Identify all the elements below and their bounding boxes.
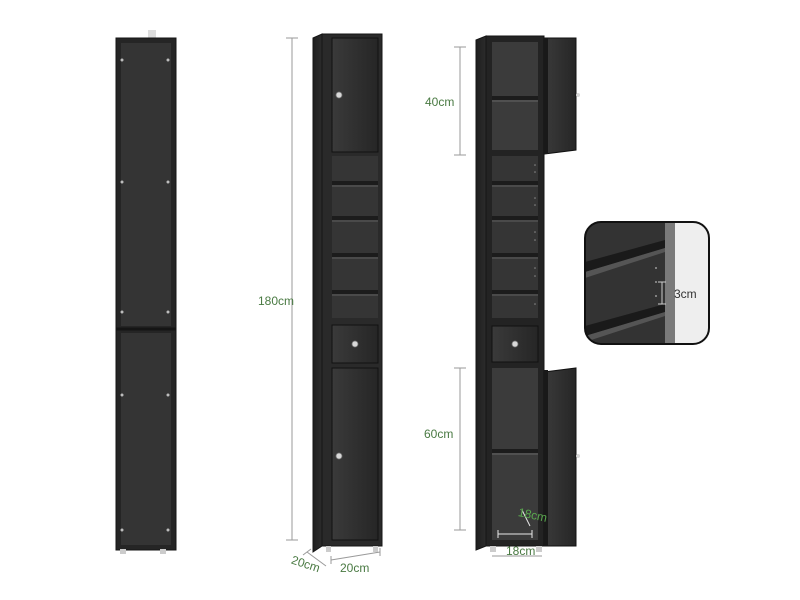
back-upper-panel [121,43,171,326]
open-lower-shelf [492,449,538,453]
open-upper-shelf [492,96,538,100]
section-dimension-lines [454,46,466,531]
back-top-hook [148,30,156,40]
base-dimension-lines [302,548,381,567]
back-foot-right [160,549,166,554]
lower-cabinet-height-label: 60cm [424,427,454,441]
open-view-drawer [491,325,539,363]
back-foot-left [120,549,126,554]
open-upper-door [543,37,577,155]
cabinet-open-view [454,35,580,557]
back-lower-panel [121,333,171,545]
open-lower-door [543,367,577,547]
total-height-label: 180cm [258,294,295,308]
width-label: 20cm [340,561,370,575]
inner-dimension-lines [497,509,533,538]
cabinet-back-view [115,30,177,554]
cabinet-front-view [286,33,383,567]
upper-door-knob [335,91,343,99]
inner-width-label: 18cm [506,544,536,558]
drawer-knob [351,340,359,348]
shelf-detail-zoom [584,221,710,345]
front-shelf-boards [332,181,378,294]
shelf-pin-holes [534,164,536,305]
shelf-step-label: 3cm [674,287,697,301]
back-screws [120,58,170,532]
height-dimension-line [286,37,298,541]
upper-cabinet-height-label: 40cm [425,95,455,109]
lower-door-knob [335,452,343,460]
